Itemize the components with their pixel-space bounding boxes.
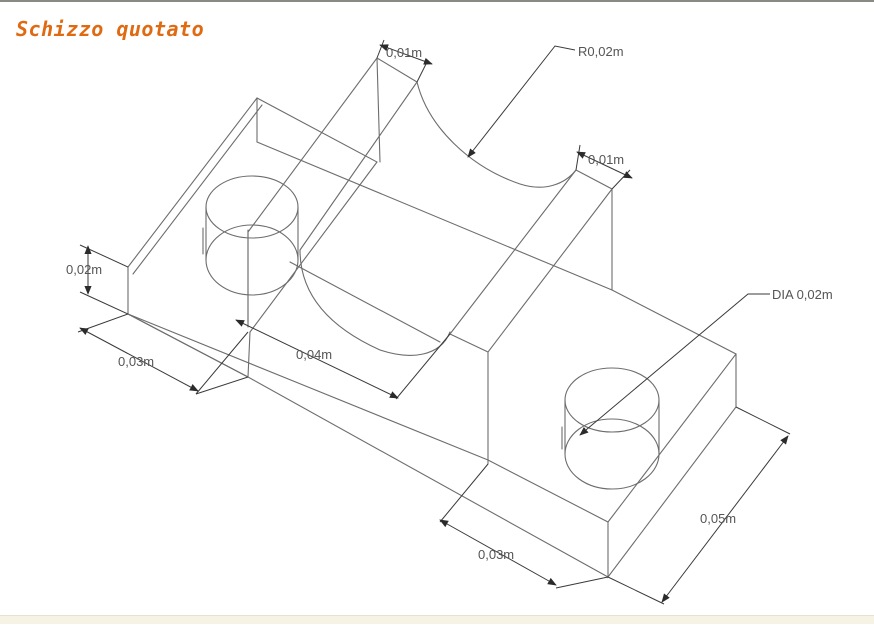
left-flange-top [127,97,378,333]
dim-top-left [379,44,433,65]
right-flange-bottom-edge [127,313,609,578]
dim-hole-leader [579,293,770,436]
long-edge-upper [256,141,613,291]
dimension-lines [77,39,791,605]
saddle-ridge-left [289,261,441,343]
label-channel: 0,04m [296,347,332,362]
dim-base-left [79,327,199,392]
label-depth: 0,05m [700,511,736,526]
dimension-labels: 0,01m R0,02m 0,01m 0,02m 0,03m 0,04m DIA… [66,44,833,562]
dim-radius-leader [467,45,576,158]
label-height: 0,02m [66,262,102,277]
saddle-curve-top [416,81,577,188]
page-title: Schizzo quotato [16,17,205,41]
left-flange-front [127,97,258,378]
left-hole-bottom [205,224,299,296]
label-radius: R0,02m [578,44,624,59]
right-hole-top [564,367,660,433]
part-outline [127,56,737,579]
saddle-curve-bottom [299,249,451,356]
label-top-right: 0,01m [588,152,624,167]
label-base-left: 0,03m [118,354,154,369]
right-flange-top [487,289,737,523]
dim-base-right [439,519,557,586]
long-edge-lower [127,313,489,461]
right-hole-sides [564,399,660,455]
label-hole-diameter: DIA 0,02m [772,287,833,302]
right-flange-front [487,353,737,579]
label-base-right: 0,03m [478,547,514,562]
label-top-left: 0,01m [386,45,422,60]
right-hole-bottom [564,418,660,490]
dim-channel [235,319,399,399]
left-hole-sides [205,206,299,323]
dim-top-right [576,151,633,179]
left-flange-inner-edge [132,104,263,275]
left-hole-top [205,175,299,239]
dim-depth [661,435,789,603]
bottom-band [0,615,874,624]
left-upright [247,56,418,328]
right-upright [449,169,613,461]
